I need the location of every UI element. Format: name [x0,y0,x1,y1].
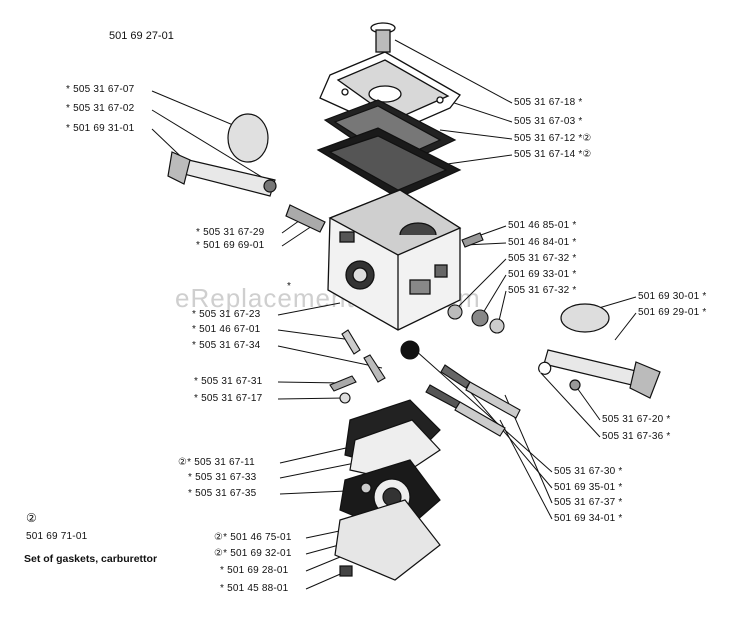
part-label: 505 31 67-20 * [602,414,671,425]
part-label: * 505 31 67-35 [188,488,257,499]
part-label: 505 31 67-36 * [602,431,671,442]
part-label: * 505 31 67-23 [192,309,261,320]
part-label: 501 69 35-01 * [554,482,623,493]
part-label: * 501 46 67-01 [192,324,261,335]
part-label: ②* 501 69 32-01 [214,548,292,559]
part-label: * 505 31 67-07 [66,84,135,95]
part-label: 505 31 67-30 * [554,466,623,477]
part-label: * 505 31 67-34 [192,340,261,351]
kit-part-number: 501 69 71-01 [26,531,88,542]
part-label: * 501 45 88-01 [220,583,289,594]
part-label: * 505 31 67-17 [194,393,263,404]
part-label: 505 31 67-18 * [514,97,583,108]
part-label: ②* 501 46 75-01 [214,532,292,543]
part-label: 501 69 34-01 * [554,513,623,524]
kit-marker-icon: ② [26,511,37,525]
part-label: 505 31 67-03 * [514,116,583,127]
part-label: 501 69 29-01 * [638,307,707,318]
part-label: * 505 31 67-33 [188,472,257,483]
part-label: 501 69 33-01 * [508,269,577,280]
part-label: 505 31 67-12 *② [514,133,592,144]
part-label: 505 31 67-32 * [508,253,577,264]
assembly-part-number: 501 69 27-01 [109,30,174,42]
part-label: * 505 31 67-31 [194,376,263,387]
part-label: * 505 31 67-29 [196,227,265,238]
part-label: * 501 69 28-01 [220,565,289,576]
kit-description: Set of gaskets, carburettor [24,553,158,565]
part-label: ②* 505 31 67-11 [178,457,255,468]
part-label: * 501 69 69-01 [196,240,265,251]
part-label: 501 46 85-01 * [508,220,577,231]
part-label: 501 46 84-01 * [508,237,577,248]
part-label: * 501 69 31-01 [66,123,135,134]
stray-asterisk: * [287,281,292,292]
part-label: 505 31 67-37 * [554,497,623,508]
part-label: * 505 31 67-02 [66,103,135,114]
part-label: 505 31 67-14 *② [514,149,592,160]
part-label: 505 31 67-32 * [508,285,577,296]
part-label: 501 69 30-01 * [638,291,707,302]
